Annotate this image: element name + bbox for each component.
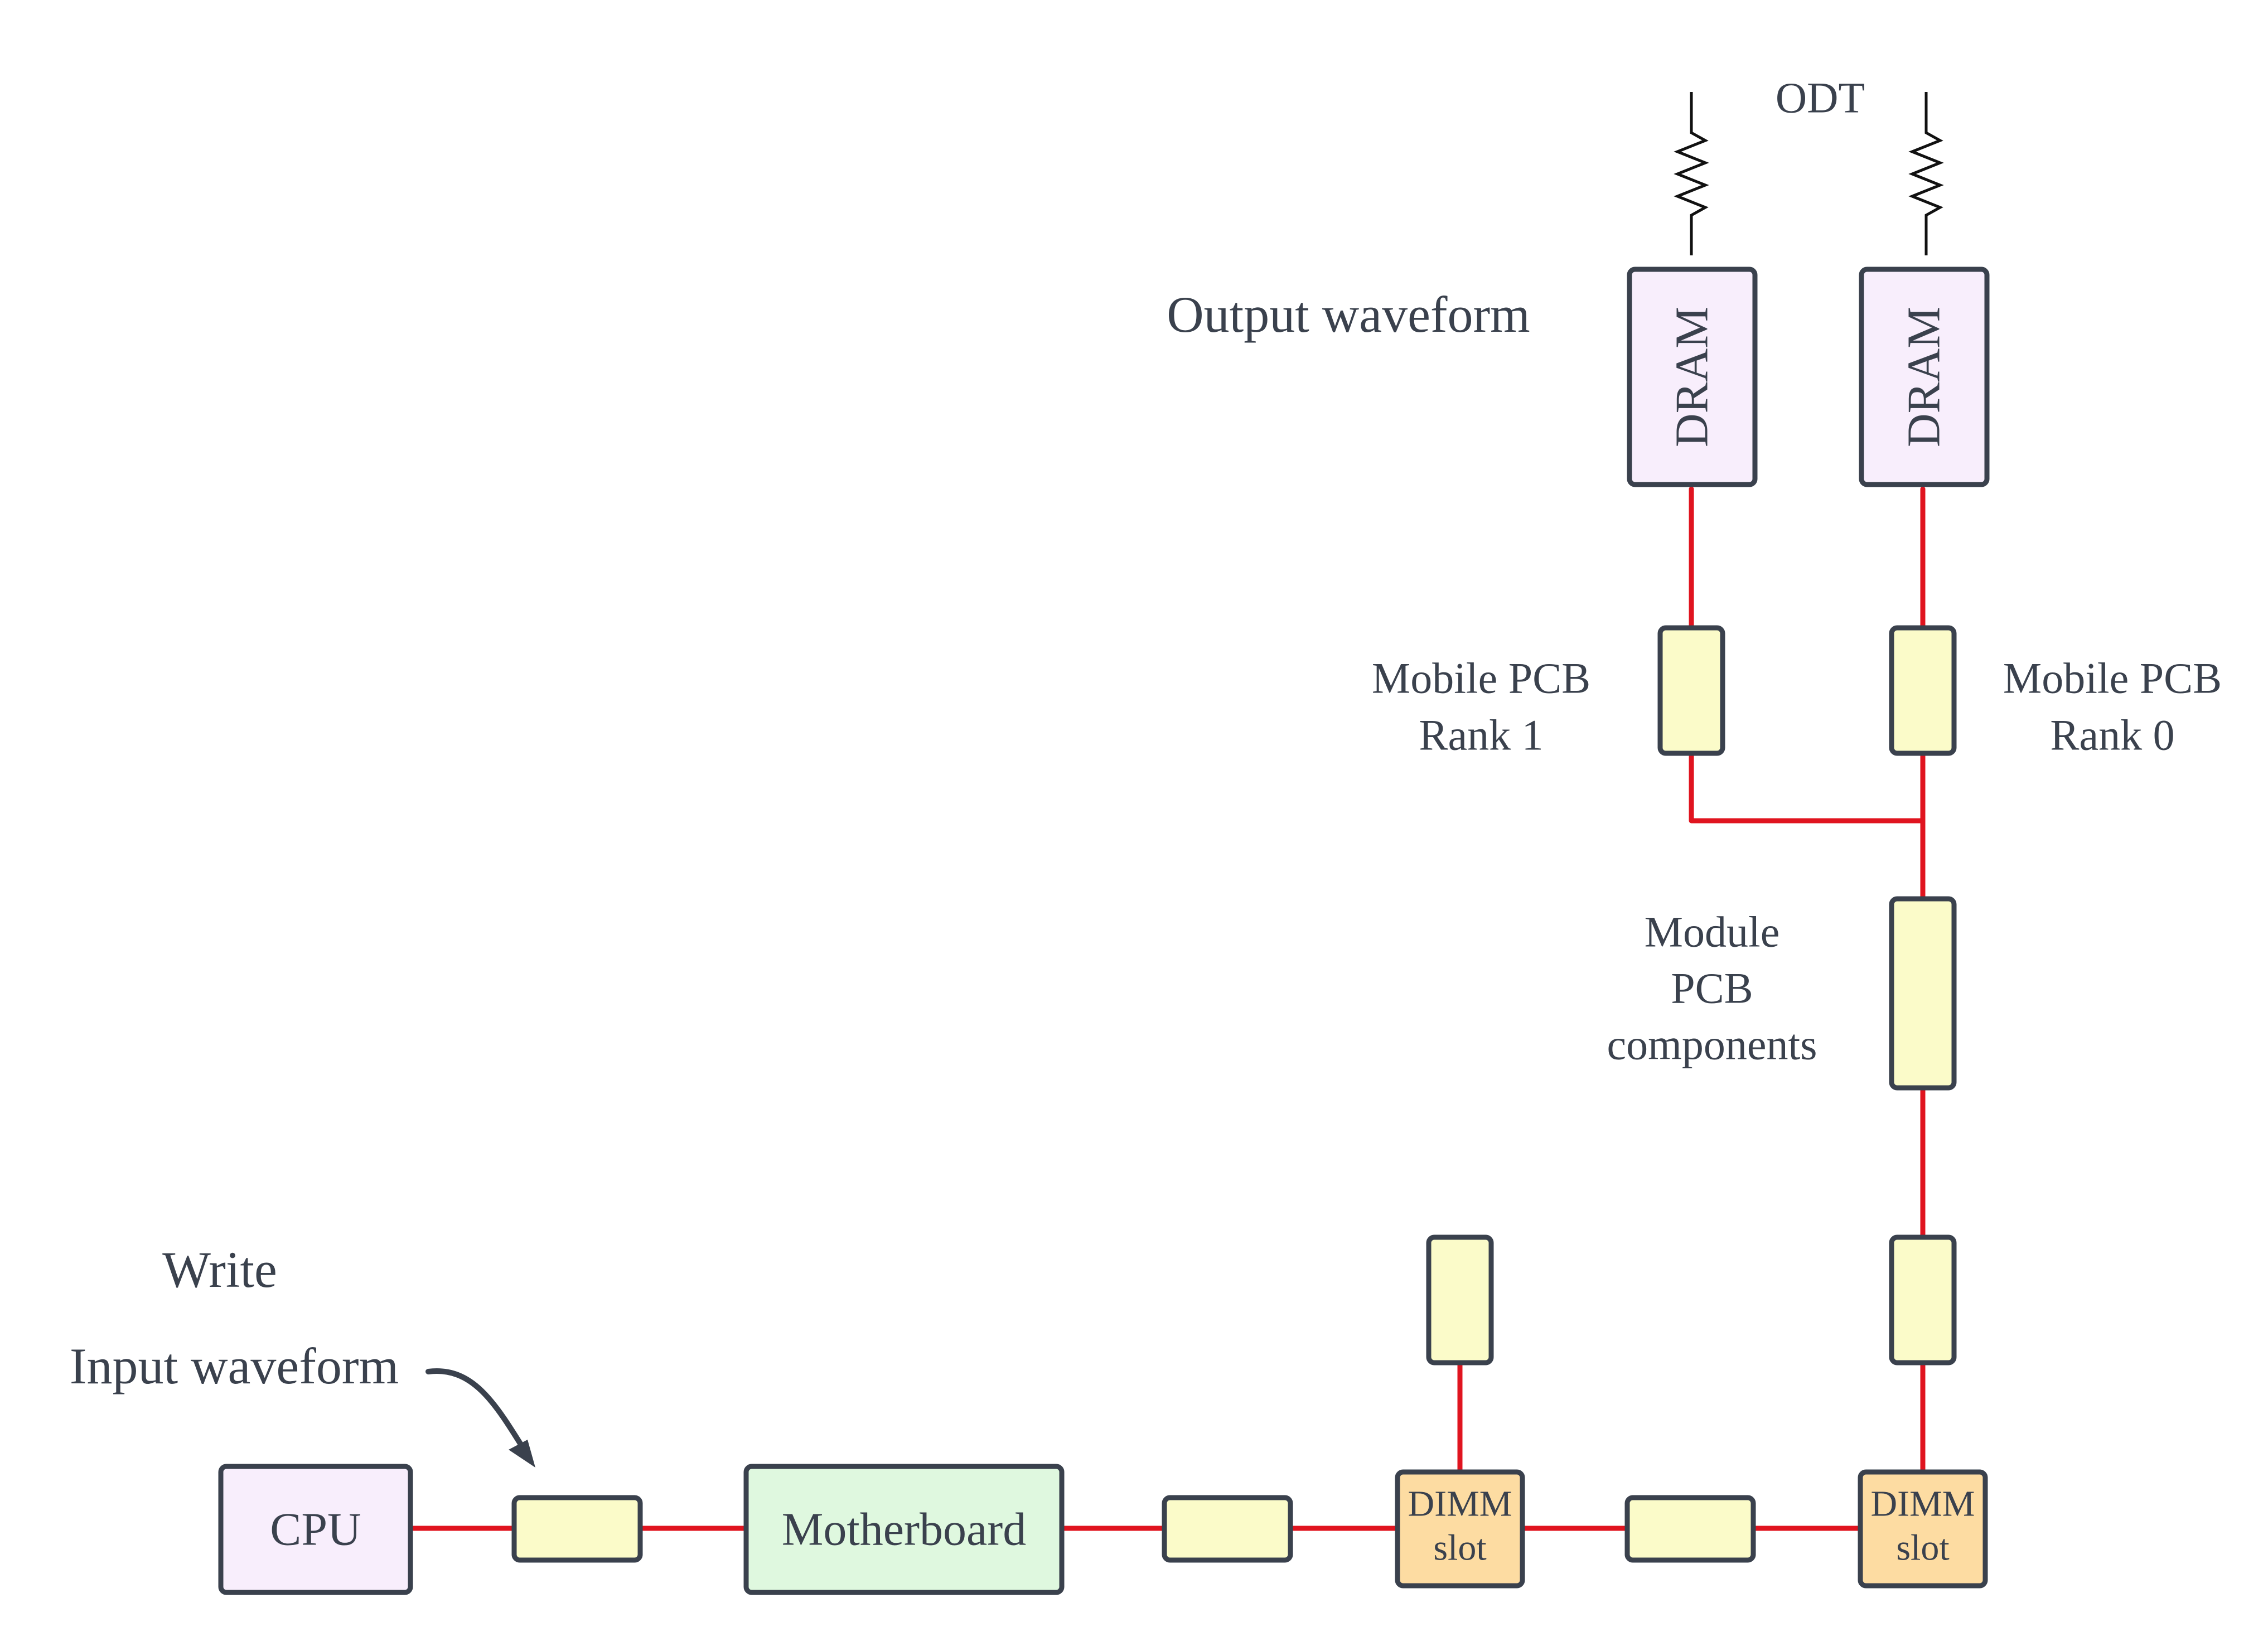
motherboard-label: Motherboard [782, 1504, 1027, 1556]
module-label-line2: PCB [1671, 964, 1753, 1013]
dimm-slot-2-line2: slot [1896, 1528, 1949, 1568]
components [511, 625, 1957, 1563]
signal-wires [409, 486, 1926, 1531]
dram-left-block: DRAM [1627, 267, 1758, 487]
component-rank0 [1889, 625, 1957, 756]
wire-junction-to-rank1 [1689, 750, 1926, 824]
rank0-label-line2: Rank 0 [2050, 711, 2174, 759]
input-waveform-label: Input waveform [70, 1338, 399, 1394]
dimm-slot-1-line1: DIMM [1408, 1484, 1512, 1524]
odt-resistors [1674, 92, 1944, 255]
dimm-slot-1-line2: slot [1433, 1528, 1486, 1568]
component-dimm1-stub [1426, 1234, 1494, 1365]
module-label-line1: Module [1645, 908, 1780, 956]
output-waveform-label: Output waveform [1167, 286, 1530, 343]
component-dimm2-stub [1889, 1234, 1957, 1365]
component-motherboard-dimm [1162, 1495, 1293, 1563]
rank0-label-line1: Mobile PCB [2003, 654, 2222, 703]
dimm-slot-2-line1: DIMM [1870, 1484, 1975, 1524]
component-rank1 [1657, 625, 1725, 756]
cpu-block: CPU [218, 1464, 413, 1595]
resistor-icon-left [1674, 92, 1709, 255]
rank1-label-line1: Mobile PCB [1372, 654, 1590, 703]
component-module-pcb [1889, 896, 1957, 1091]
rank1-label-line2: Rank 1 [1419, 711, 1543, 759]
resistor-icon-right [1908, 92, 1944, 255]
cpu-label: CPU [270, 1504, 361, 1556]
component-dimm-dimm [1624, 1495, 1756, 1563]
dimm-slot-1: DIMM slot [1395, 1469, 1525, 1589]
odt-label: ODT [1776, 74, 1865, 122]
motherboard-block: Motherboard [743, 1464, 1065, 1595]
dimm-slot-2: DIMM slot [1858, 1469, 1988, 1589]
module-label-line3: components [1607, 1020, 1817, 1069]
dram-left-label: DRAM [1666, 307, 1718, 447]
component-cpu-motherboard [511, 1495, 643, 1563]
dram-right-label: DRAM [1898, 307, 1950, 447]
dram-right-block: DRAM [1859, 267, 1990, 487]
input-arrow-icon [425, 1368, 535, 1468]
write-label: Write [162, 1241, 277, 1298]
